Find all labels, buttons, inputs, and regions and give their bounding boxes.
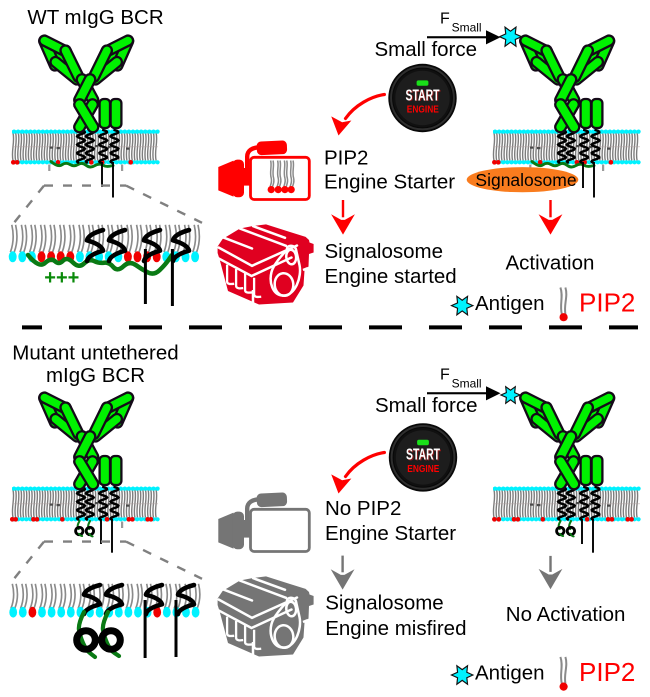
svg-text:START: START — [407, 448, 441, 465]
svg-text:mIgG BCR: mIgG BCR — [46, 364, 145, 387]
svg-text:START: START — [406, 87, 440, 104]
svg-text:ENGINE: ENGINE — [407, 463, 439, 475]
svg-text:F: F — [440, 367, 450, 384]
svg-text:Small force: Small force — [375, 38, 478, 61]
svg-text:Engine misfired: Engine misfired — [325, 617, 466, 640]
svg-text:PIP2: PIP2 — [324, 147, 368, 170]
svg-text:No PIP2: No PIP2 — [325, 497, 401, 520]
svg-text:No Activation: No Activation — [506, 603, 626, 626]
svg-text:Antigen: Antigen — [475, 662, 545, 685]
svg-text:Antigen: Antigen — [475, 292, 545, 315]
svg-text:Small: Small — [452, 377, 482, 391]
svg-text:+++: +++ — [44, 267, 79, 289]
svg-text:Signalosome: Signalosome — [475, 170, 576, 190]
svg-text:PIP2: PIP2 — [579, 288, 635, 318]
svg-text:START: START — [406, 447, 440, 464]
svg-text:Signalosome: Signalosome — [325, 240, 444, 263]
svg-text:Mutant untethered: Mutant untethered — [12, 342, 178, 365]
svg-text:Engine started: Engine started — [325, 265, 457, 288]
svg-text:Signalosome: Signalosome — [325, 592, 444, 615]
svg-text:PIP2: PIP2 — [579, 657, 635, 687]
svg-text:Engine Starter: Engine Starter — [325, 522, 456, 545]
svg-text:START: START — [407, 88, 441, 105]
svg-text:Small: Small — [452, 21, 482, 35]
svg-text:WT mIgG BCR: WT mIgG BCR — [27, 6, 163, 29]
svg-text:Engine Starter: Engine Starter — [324, 171, 455, 194]
svg-text:Small force: Small force — [375, 394, 478, 417]
svg-text:ENGINE: ENGINE — [407, 104, 439, 116]
svg-text:Activation: Activation — [506, 252, 595, 275]
svg-text:F: F — [440, 11, 450, 28]
